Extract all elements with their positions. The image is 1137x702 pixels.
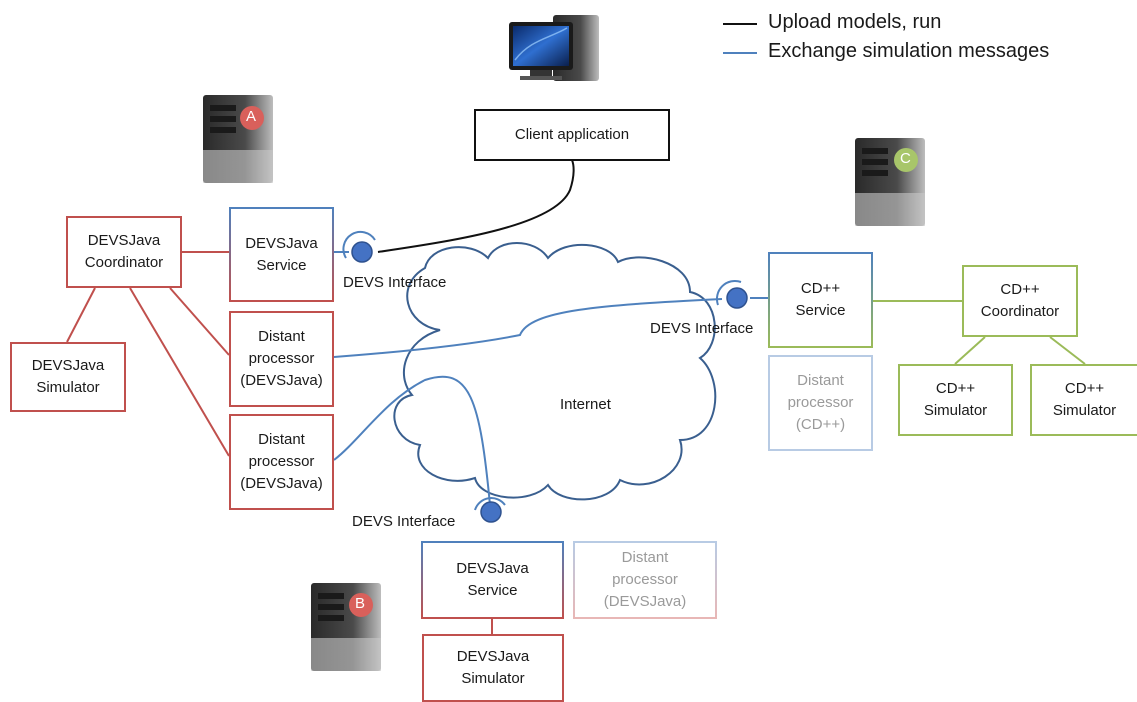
box-line: CD++	[935, 380, 976, 397]
box-line: (DEVSJava)	[603, 593, 687, 610]
box-line: Coordinator	[84, 254, 164, 271]
interface-node-right	[715, 279, 748, 309]
box-line: Simulator	[1052, 402, 1117, 419]
box-line: Coordinator	[980, 303, 1060, 320]
devsjava-simulator-b: DEVSJava Simulator	[422, 634, 564, 702]
box-line: (DEVSJava)	[240, 372, 323, 389]
box-line: processor	[248, 350, 315, 367]
box-line: DEVSJava	[31, 357, 105, 374]
devsjava-service-a: DEVSJava Service	[229, 207, 334, 302]
box-line: Simulator	[36, 379, 100, 396]
box-line: CD++	[800, 280, 841, 297]
devs-interface-left-label: DEVS Interface	[343, 274, 447, 291]
internet-label: Internet	[560, 396, 611, 413]
server-b-icon	[311, 583, 381, 671]
client-application-box: Client application	[474, 109, 670, 161]
box-line: Distant	[797, 372, 844, 389]
devsjava-service-b: DEVSJava Service	[421, 541, 564, 619]
legend-upload-label: Upload models, run	[768, 11, 942, 33]
box-line: processor	[787, 394, 854, 411]
box-line: Distant	[258, 328, 305, 345]
internet-cloud	[393, 242, 717, 501]
server-b-badge: B	[355, 595, 366, 612]
interface-node-left	[342, 230, 376, 263]
box-line: CD++	[1000, 281, 1040, 298]
cd-simulator-c2: CD++ Simulator	[1030, 364, 1137, 436]
server-c-badge: C	[900, 150, 911, 167]
distant-processor-b: Distant processor (DEVSJava)	[573, 541, 717, 619]
coord-simulator-link	[66, 287, 96, 343]
devsjava-simulator-a: DEVSJava Simulator	[10, 342, 126, 412]
client-computer-icon	[509, 15, 599, 81]
coord-processor1-link	[169, 287, 230, 356]
box-line: processor	[248, 453, 315, 470]
box-line: DEVSJava	[456, 560, 529, 577]
server-c-badge-circle	[894, 148, 918, 172]
interface-node-bottom	[474, 497, 506, 523]
cd-coordinator-c: CD++ Coordinator	[962, 265, 1078, 337]
processor1-to-cd-link	[333, 298, 723, 358]
processor2-to-b-link	[333, 375, 491, 506]
box-line: CD++	[1064, 380, 1105, 397]
distant-processor-c: Distant processor (CD++)	[768, 355, 873, 451]
box-line: Service	[467, 582, 518, 599]
box-line: Simulator	[461, 670, 525, 687]
legend-exchange-label: Exchange simulation messages	[768, 40, 1050, 62]
box-line: DEVSJava	[245, 234, 318, 252]
box-line: processor	[612, 571, 678, 588]
distant-processor-a2: Distant processor (DEVSJava)	[229, 414, 334, 510]
box-line: Distant	[258, 431, 305, 448]
client-application-label: Client application	[514, 126, 630, 143]
box-line: (DEVSJava)	[240, 475, 323, 492]
box-line: Service	[256, 256, 307, 274]
coord-processor2-link	[129, 287, 230, 457]
client-link	[377, 159, 575, 253]
devs-interface-bottom-label: DEVS Interface	[352, 513, 456, 530]
distant-processor-a1: Distant processor (DEVSJava)	[229, 311, 334, 407]
box-line: Service	[795, 302, 846, 319]
server-c-icon	[855, 138, 925, 226]
coordC-sim2-link	[1049, 336, 1086, 365]
cd-simulator-c1: CD++ Simulator	[898, 364, 1013, 436]
server-b-badge-circle	[349, 593, 373, 617]
box-line: Distant	[621, 549, 669, 566]
server-a-badge-circle	[240, 106, 264, 130]
box-line: (CD++)	[795, 416, 846, 433]
box-line: Simulator	[923, 402, 988, 419]
box-line: DEVSJava	[456, 648, 530, 665]
server-a-icon	[203, 95, 273, 183]
cd-service-c: CD++ Service	[768, 252, 873, 348]
coordC-sim1-link	[954, 336, 986, 365]
server-a-badge: A	[246, 108, 257, 125]
devs-interface-right-label: DEVS Interface	[650, 320, 754, 337]
devsjava-coordinator-a: DEVSJava Coordinator	[66, 216, 182, 288]
box-line: DEVSJava	[87, 232, 161, 249]
